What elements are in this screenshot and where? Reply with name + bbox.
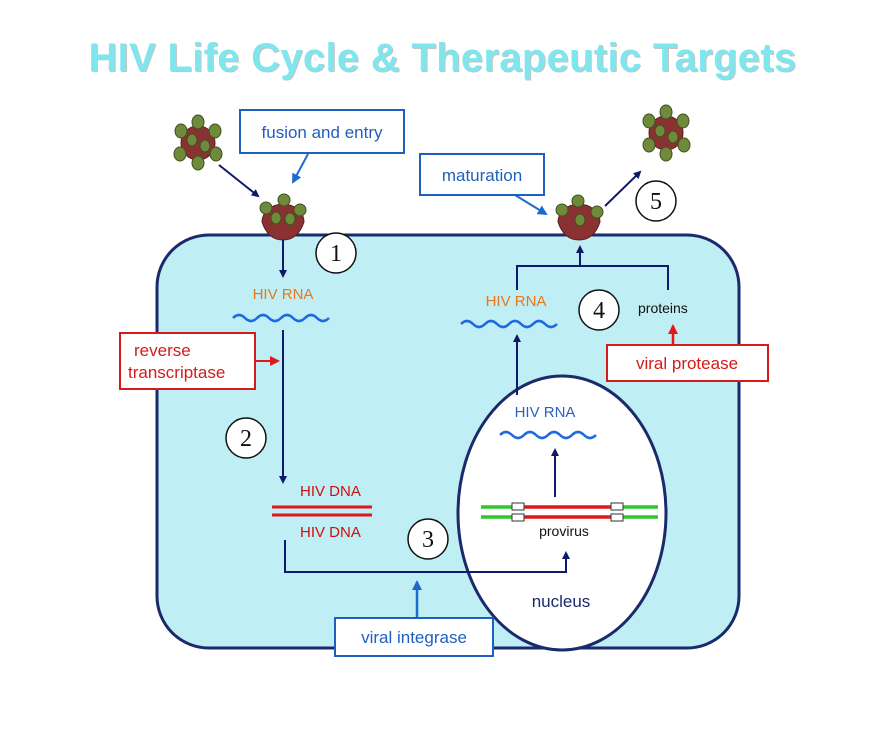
label-transcriptase: transcriptase <box>128 363 225 382</box>
callout-box-maturation <box>419 153 545 196</box>
bracket-assembly <box>516 265 669 290</box>
arrow-maturation-callout <box>514 194 548 216</box>
svg-text:4: 4 <box>593 298 605 324</box>
label-hiv-rna-right: HIV RNA <box>486 293 547 310</box>
virion-mature-icon <box>642 104 691 162</box>
svg-text:1: 1 <box>330 241 342 267</box>
step-5-badge: 5 <box>635 180 677 222</box>
step-3-badge: 3 <box>407 518 449 560</box>
arrow-integration <box>284 540 570 573</box>
provirus-dna-icon <box>481 502 658 522</box>
label-hiv-rna-nucleus: HIV RNA <box>515 404 576 421</box>
step-2-badge: 2 <box>225 417 267 459</box>
virion-budding-icon <box>555 194 604 241</box>
virion-free-icon <box>173 114 223 171</box>
label-nucleus: nucleus <box>532 592 591 611</box>
callout-box-protease <box>606 344 769 382</box>
label-maturation: maturation <box>442 166 522 185</box>
diagram-title: HIV Life Cycle & Therapeutic Targets <box>88 36 797 80</box>
callout-box-fusion <box>239 109 405 154</box>
callout-box-integrase <box>334 617 494 657</box>
rna-wave-icon <box>460 319 558 329</box>
label-hiv-dna-top: HIV DNA <box>300 483 361 500</box>
arrow-release <box>604 170 642 207</box>
arrow-attach <box>218 164 260 198</box>
step-1-badge: 1 <box>315 232 357 274</box>
label-viral-protease: viral protease <box>636 354 738 373</box>
svg-text:2: 2 <box>240 426 252 452</box>
svg-text:5: 5 <box>650 189 662 215</box>
callout-box-reverse-transcriptase <box>119 332 256 390</box>
label-proteins: proteins <box>638 300 688 316</box>
label-fusion-entry: fusion and entry <box>262 123 383 142</box>
label-hiv-rna-left: HIV RNA <box>253 286 314 303</box>
label-viral-integrase: viral integrase <box>361 628 467 647</box>
label-provirus: provirus <box>539 523 589 539</box>
rna-wave-icon <box>499 430 597 440</box>
virion-entering-icon <box>259 193 307 241</box>
svg-text:3: 3 <box>422 527 434 553</box>
nucleus <box>456 374 668 652</box>
label-hiv-dna-bottom: HIV DNA <box>300 524 361 541</box>
arrow-fusion-entry-callout <box>292 153 309 184</box>
label-reverse: reverse <box>134 341 191 360</box>
rna-wave-icon <box>232 313 330 323</box>
step-4-badge: 4 <box>578 289 620 331</box>
